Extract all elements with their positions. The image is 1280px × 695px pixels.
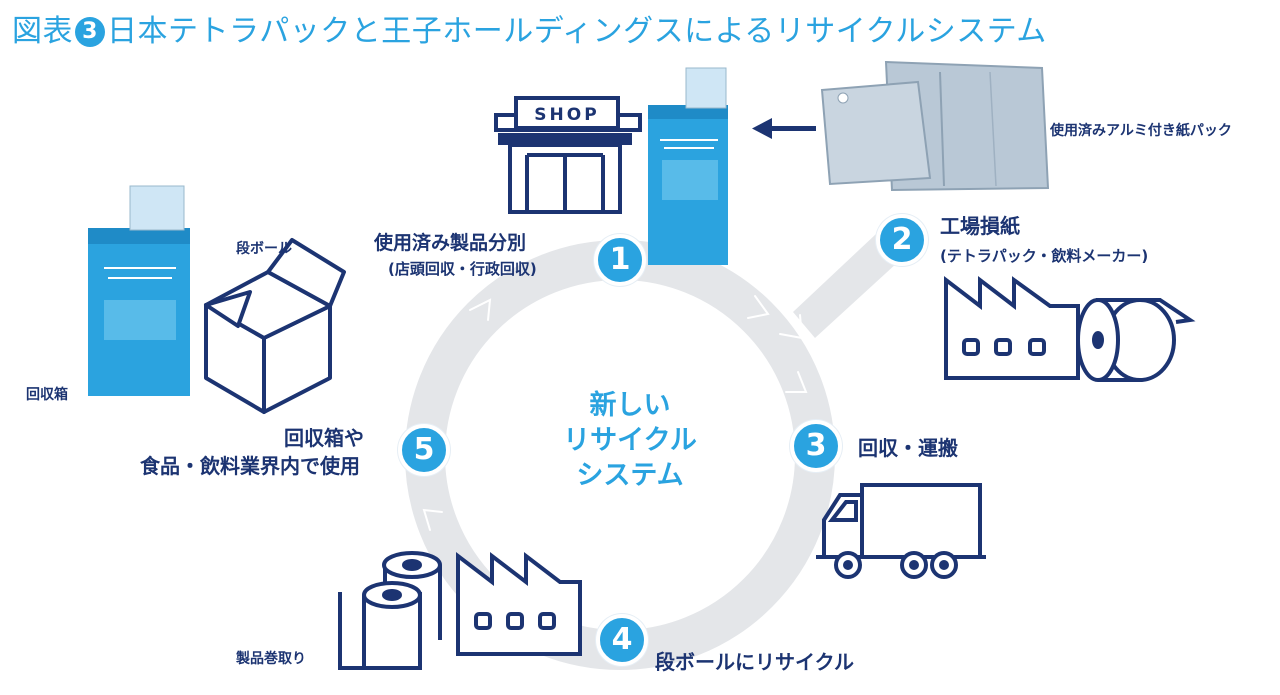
title-number-badge: 3 [75, 17, 105, 47]
stage-1-badge: 1 [594, 234, 646, 286]
product-rolls-label: 製品巻取り [236, 651, 306, 667]
factory-icon-bottom [456, 551, 582, 656]
ring-arrow-topleft [469, 298, 492, 321]
branch-path [793, 234, 898, 338]
used-packs-label: 使用済みアルミ付き紙パック [1050, 123, 1232, 139]
truck-icon [816, 483, 986, 579]
stage-1-label: 使用済み製品分別 [374, 232, 527, 254]
stage-2-badge: 2 [876, 214, 928, 266]
shop-sign-text: SHOP [534, 105, 599, 125]
cardboard-box-icon [204, 238, 346, 414]
ring-arrow-top [747, 295, 770, 319]
arrow-left-icon [752, 118, 816, 139]
ring-arrow-right [785, 371, 808, 393]
factory-icon-scrap [944, 275, 1080, 380]
left-collection-box-icon [88, 185, 190, 396]
center-line-3: システム [576, 460, 684, 491]
shop-collection-box-icon [648, 67, 728, 265]
center-line-1: 新しい [589, 390, 671, 421]
center-line-2: リサイクル [563, 425, 697, 456]
product-rolls-icon [338, 551, 442, 670]
stage-5-badge: 5 [398, 424, 450, 476]
stage-3-badge: 3 [790, 420, 842, 472]
stage-4-label: 段ボールにリサイクル [655, 650, 854, 674]
stage-2-label: 工場損紙 [940, 214, 1020, 238]
used-packs-icon [820, 60, 1050, 192]
ring-arrow-left [422, 508, 443, 531]
stage-4-badge: 4 [596, 614, 648, 666]
collection-box-label: 回収箱 [26, 387, 68, 403]
shop-icon [494, 96, 642, 214]
stage-5-sublabel: 食品・飲料業界内で使用 [140, 454, 360, 478]
title-prefix: 図表 [12, 14, 73, 49]
cardboard-label: 段ボール [236, 241, 292, 257]
stage-5-label: 回収箱や [284, 426, 364, 450]
title-text: 日本テトラパックと王子ホールディングスによるリサイクルシステム [107, 14, 1047, 49]
stage-1-sublabel: (店頭回収・行政回収) [388, 260, 537, 278]
ring-arrow-branch [779, 314, 804, 340]
stage-2-sublabel: (テトラパック・飲料メーカー) [940, 247, 1149, 265]
stage-3-label: 回収・運搬 [858, 436, 958, 460]
paper-roll-icon [1076, 298, 1196, 382]
center-title: 新しい リサイクル システム [545, 388, 715, 493]
